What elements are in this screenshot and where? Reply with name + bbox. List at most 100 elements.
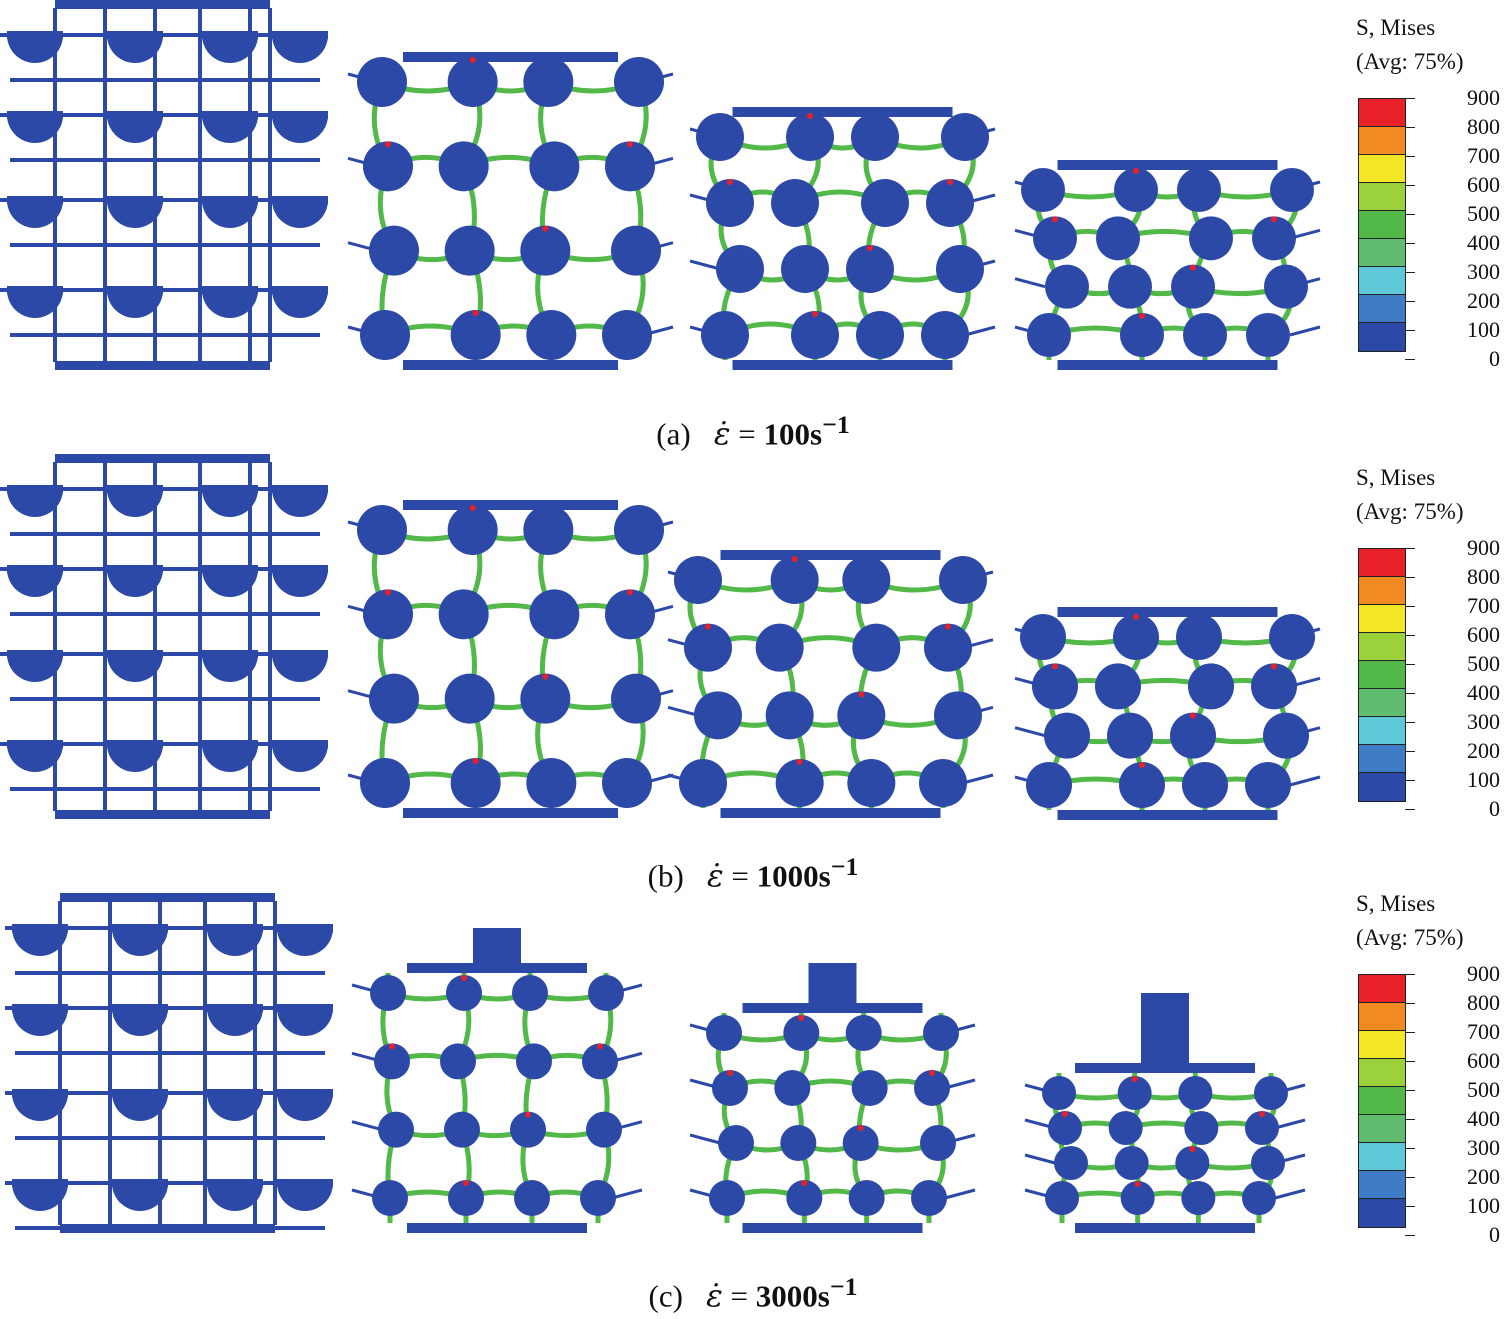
joint-node bbox=[1108, 1111, 1143, 1145]
joint-node bbox=[107, 654, 163, 682]
stress-hotspot bbox=[945, 623, 951, 630]
legend-swatch bbox=[1359, 717, 1405, 745]
joint-node bbox=[450, 310, 501, 360]
joint-node bbox=[771, 179, 819, 227]
legend-swatch bbox=[1359, 99, 1405, 127]
joint-node bbox=[444, 225, 495, 276]
legend-tick bbox=[1405, 1003, 1415, 1004]
panel-a-undeformed bbox=[0, 0, 330, 370]
joint-node bbox=[112, 1183, 168, 1211]
joint-node bbox=[755, 623, 804, 672]
joint-node bbox=[526, 310, 577, 360]
joint-node bbox=[936, 245, 984, 293]
joint-node bbox=[1114, 168, 1158, 212]
stress-hotspot bbox=[627, 589, 633, 596]
joint-node bbox=[207, 1093, 263, 1121]
legend-level-label: 800 bbox=[1467, 564, 1500, 589]
bottom-plate bbox=[55, 810, 270, 819]
joint-node bbox=[780, 1125, 817, 1161]
joint-node bbox=[718, 1125, 754, 1161]
stress-hotspot bbox=[796, 759, 803, 765]
caption-label: (c) bbox=[648, 1278, 683, 1314]
stress-hotspot bbox=[1259, 1111, 1265, 1117]
lattice-svg bbox=[347, 52, 674, 370]
legend-level-label: 900 bbox=[1467, 85, 1500, 110]
joint-node bbox=[1170, 712, 1216, 759]
joint-node bbox=[1108, 264, 1152, 309]
legend-tick bbox=[1405, 1235, 1415, 1236]
legend-swatch bbox=[1359, 633, 1405, 661]
joint-node bbox=[444, 673, 495, 724]
joint-cap bbox=[107, 565, 163, 573]
legend-subtitle: (Avg: 75%) bbox=[1356, 499, 1464, 524]
joint-node bbox=[7, 654, 63, 682]
stress-hotspot bbox=[929, 1070, 935, 1076]
joint-node bbox=[7, 489, 63, 517]
joint-node bbox=[7, 744, 63, 772]
bottom-plate bbox=[1075, 1223, 1255, 1233]
joint-cap bbox=[7, 286, 63, 294]
top-plate bbox=[407, 963, 587, 973]
legend-tick bbox=[1405, 974, 1415, 975]
joint-node bbox=[277, 1093, 333, 1121]
joint-node bbox=[842, 1125, 879, 1161]
joint-cap bbox=[202, 196, 258, 204]
stress-hotspot bbox=[867, 245, 873, 251]
impactor bbox=[1141, 993, 1189, 1063]
caption-label: (b) bbox=[647, 858, 684, 894]
stress-hotspot bbox=[1052, 216, 1058, 223]
joint-node bbox=[709, 1180, 745, 1216]
bottom-plate bbox=[403, 808, 618, 818]
joint-cap bbox=[272, 31, 328, 39]
stress-hotspot bbox=[542, 673, 549, 680]
joint-node bbox=[1181, 1181, 1216, 1215]
joint-node bbox=[444, 1111, 480, 1148]
legend-tick bbox=[1405, 548, 1415, 549]
caption-label: (a) bbox=[656, 416, 691, 452]
legend-swatch bbox=[1359, 295, 1405, 323]
panel-a-stage-2 bbox=[689, 105, 996, 370]
joint-node bbox=[7, 35, 63, 63]
joint-node bbox=[614, 57, 664, 107]
joint-node bbox=[512, 975, 548, 1011]
joint-node bbox=[369, 673, 419, 724]
stress-hotspot bbox=[798, 1015, 805, 1021]
legend-level-label: 700 bbox=[1467, 1019, 1500, 1044]
joint-node bbox=[706, 179, 754, 227]
joint-node bbox=[510, 1111, 546, 1148]
joint-node bbox=[514, 1180, 550, 1216]
legend-swatch bbox=[1359, 127, 1405, 155]
joint-node bbox=[602, 310, 652, 360]
legend-tick bbox=[1405, 722, 1415, 723]
joint-cap bbox=[112, 924, 168, 932]
legend-swatch bbox=[1359, 1171, 1405, 1199]
joint-node bbox=[529, 589, 580, 640]
legend-swatch bbox=[1359, 1031, 1405, 1059]
joint-cap bbox=[272, 740, 328, 748]
joint-node bbox=[272, 290, 328, 318]
legend-swatch bbox=[1359, 239, 1405, 267]
joint-node bbox=[684, 623, 732, 672]
joint-cap bbox=[277, 924, 333, 932]
joint-node bbox=[1045, 1181, 1079, 1215]
joint-node bbox=[363, 141, 413, 192]
lattice-svg bbox=[689, 107, 996, 370]
joint-node bbox=[1113, 614, 1159, 660]
joint-cap bbox=[202, 286, 258, 294]
joint-node bbox=[674, 556, 722, 604]
joint-cap bbox=[7, 650, 63, 658]
joint-node bbox=[941, 113, 989, 161]
joint-cap bbox=[272, 111, 328, 119]
joint-cap bbox=[7, 565, 63, 573]
legend-swatch bbox=[1359, 605, 1405, 633]
strand-end bbox=[964, 325, 996, 337]
joint-node bbox=[1033, 216, 1077, 261]
legend-level-label: 700 bbox=[1467, 143, 1500, 168]
joint-node bbox=[602, 758, 652, 808]
joint-node bbox=[774, 1070, 811, 1106]
top-plate bbox=[60, 893, 275, 902]
legend-level-label: 0 bbox=[1489, 1222, 1500, 1247]
stress-hotspot bbox=[385, 141, 391, 148]
joint-node bbox=[1177, 168, 1221, 212]
joint-node bbox=[272, 569, 328, 597]
